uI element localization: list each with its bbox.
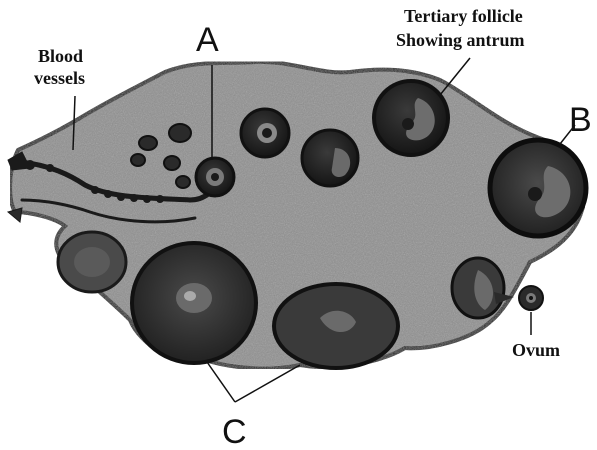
growing-follicle [241, 109, 289, 157]
follicle-a [196, 158, 234, 196]
pointer-c-left [207, 362, 235, 402]
tertiary-follicle [374, 81, 448, 155]
corpus-albicans [274, 284, 398, 368]
label-tertiary-line1: Tertiary follicle [404, 6, 523, 26]
primary-follicle [139, 136, 157, 150]
label-blood-vessels-line2: vessels [34, 68, 85, 88]
corpus-luteum-left [58, 232, 126, 292]
antral-follicle [302, 130, 358, 186]
ovum [519, 286, 543, 310]
primary-follicle [169, 124, 191, 142]
label-a: A [196, 21, 219, 59]
label-tertiary-line2: Showing antrum [396, 30, 525, 50]
label-c: C [222, 413, 247, 450]
primary-follicle [176, 176, 190, 188]
primary-follicle [131, 154, 145, 166]
label-ovum: Ovum [512, 340, 560, 360]
primary-follicle [164, 156, 180, 170]
label-blood-vessels-line1: Blood [38, 46, 83, 66]
vessel-stub [8, 208, 22, 222]
corpus-luteum-large [132, 243, 256, 363]
follicle-b [490, 140, 586, 236]
label-b: B [569, 101, 592, 139]
